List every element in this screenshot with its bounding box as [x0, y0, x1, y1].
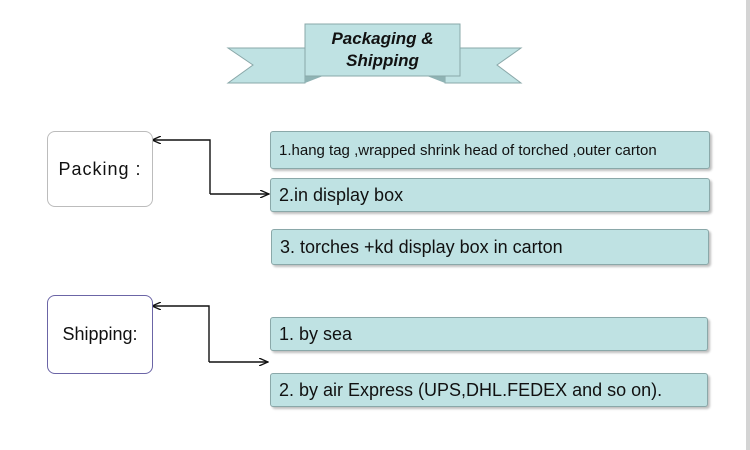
shipping-label: Shipping:	[62, 324, 138, 344]
packing-connector	[152, 140, 211, 194]
packing-item-2-text: 2.in display box	[279, 184, 404, 205]
ribbon-left-tail	[226, 47, 306, 84]
ribbon-banner	[226, 23, 523, 84]
packing-label-box: Packing :	[47, 131, 153, 207]
packing-item-1: 1.hang tag ,wrapped shrink head of torch…	[270, 131, 710, 169]
ribbon-center	[304, 23, 461, 77]
packing-item-2: 2.in display box	[270, 178, 710, 212]
shipping-label-box: Shipping:	[47, 295, 153, 374]
shipping-connector	[152, 306, 210, 362]
shipping-item-1-text: 1. by sea	[279, 323, 353, 344]
banner-title: Packaging & Shipping	[305, 26, 460, 74]
page-edge	[746, 0, 750, 450]
packing-item-1-text: 1.hang tag ,wrapped shrink head of torch…	[279, 141, 657, 159]
shipping-item-2-text: 2. by air Express (UPS,DHL.FEDEX and so …	[279, 379, 663, 400]
shipping-item-2: 2. by air Express (UPS,DHL.FEDEX and so …	[270, 373, 708, 407]
shipping-item-1: 1. by sea	[270, 317, 708, 351]
packing-item-3-text: 3. torches +kd display box in carton	[280, 236, 563, 257]
packing-label: Packing :	[58, 158, 142, 179]
packing-item-3: 3. torches +kd display box in carton	[271, 229, 709, 265]
banner-title-line2: Shipping	[346, 51, 419, 70]
banner-title-line1: Packaging &	[331, 29, 434, 48]
